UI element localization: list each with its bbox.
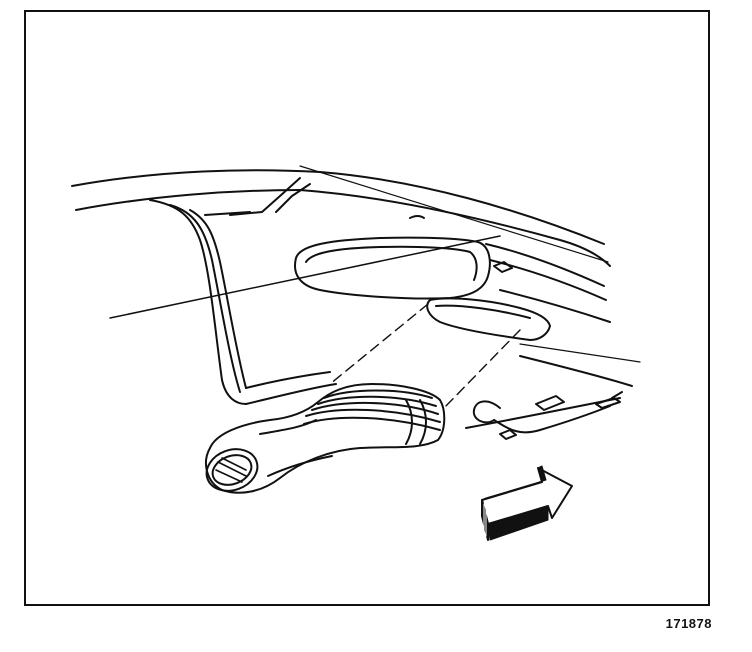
instrument-panel bbox=[71, 169, 611, 405]
direction-arrow-icon bbox=[481, 465, 573, 541]
air-duct bbox=[205, 383, 446, 494]
receiving-duct-opening bbox=[426, 297, 551, 341]
fastener-clip bbox=[472, 391, 623, 440]
dash-outlet bbox=[294, 236, 611, 323]
figure-number: 171878 bbox=[665, 616, 712, 631]
reference-line bbox=[109, 165, 609, 319]
floor-panel bbox=[465, 343, 641, 429]
alignment-lines bbox=[329, 303, 521, 409]
figure-frame bbox=[24, 10, 710, 606]
